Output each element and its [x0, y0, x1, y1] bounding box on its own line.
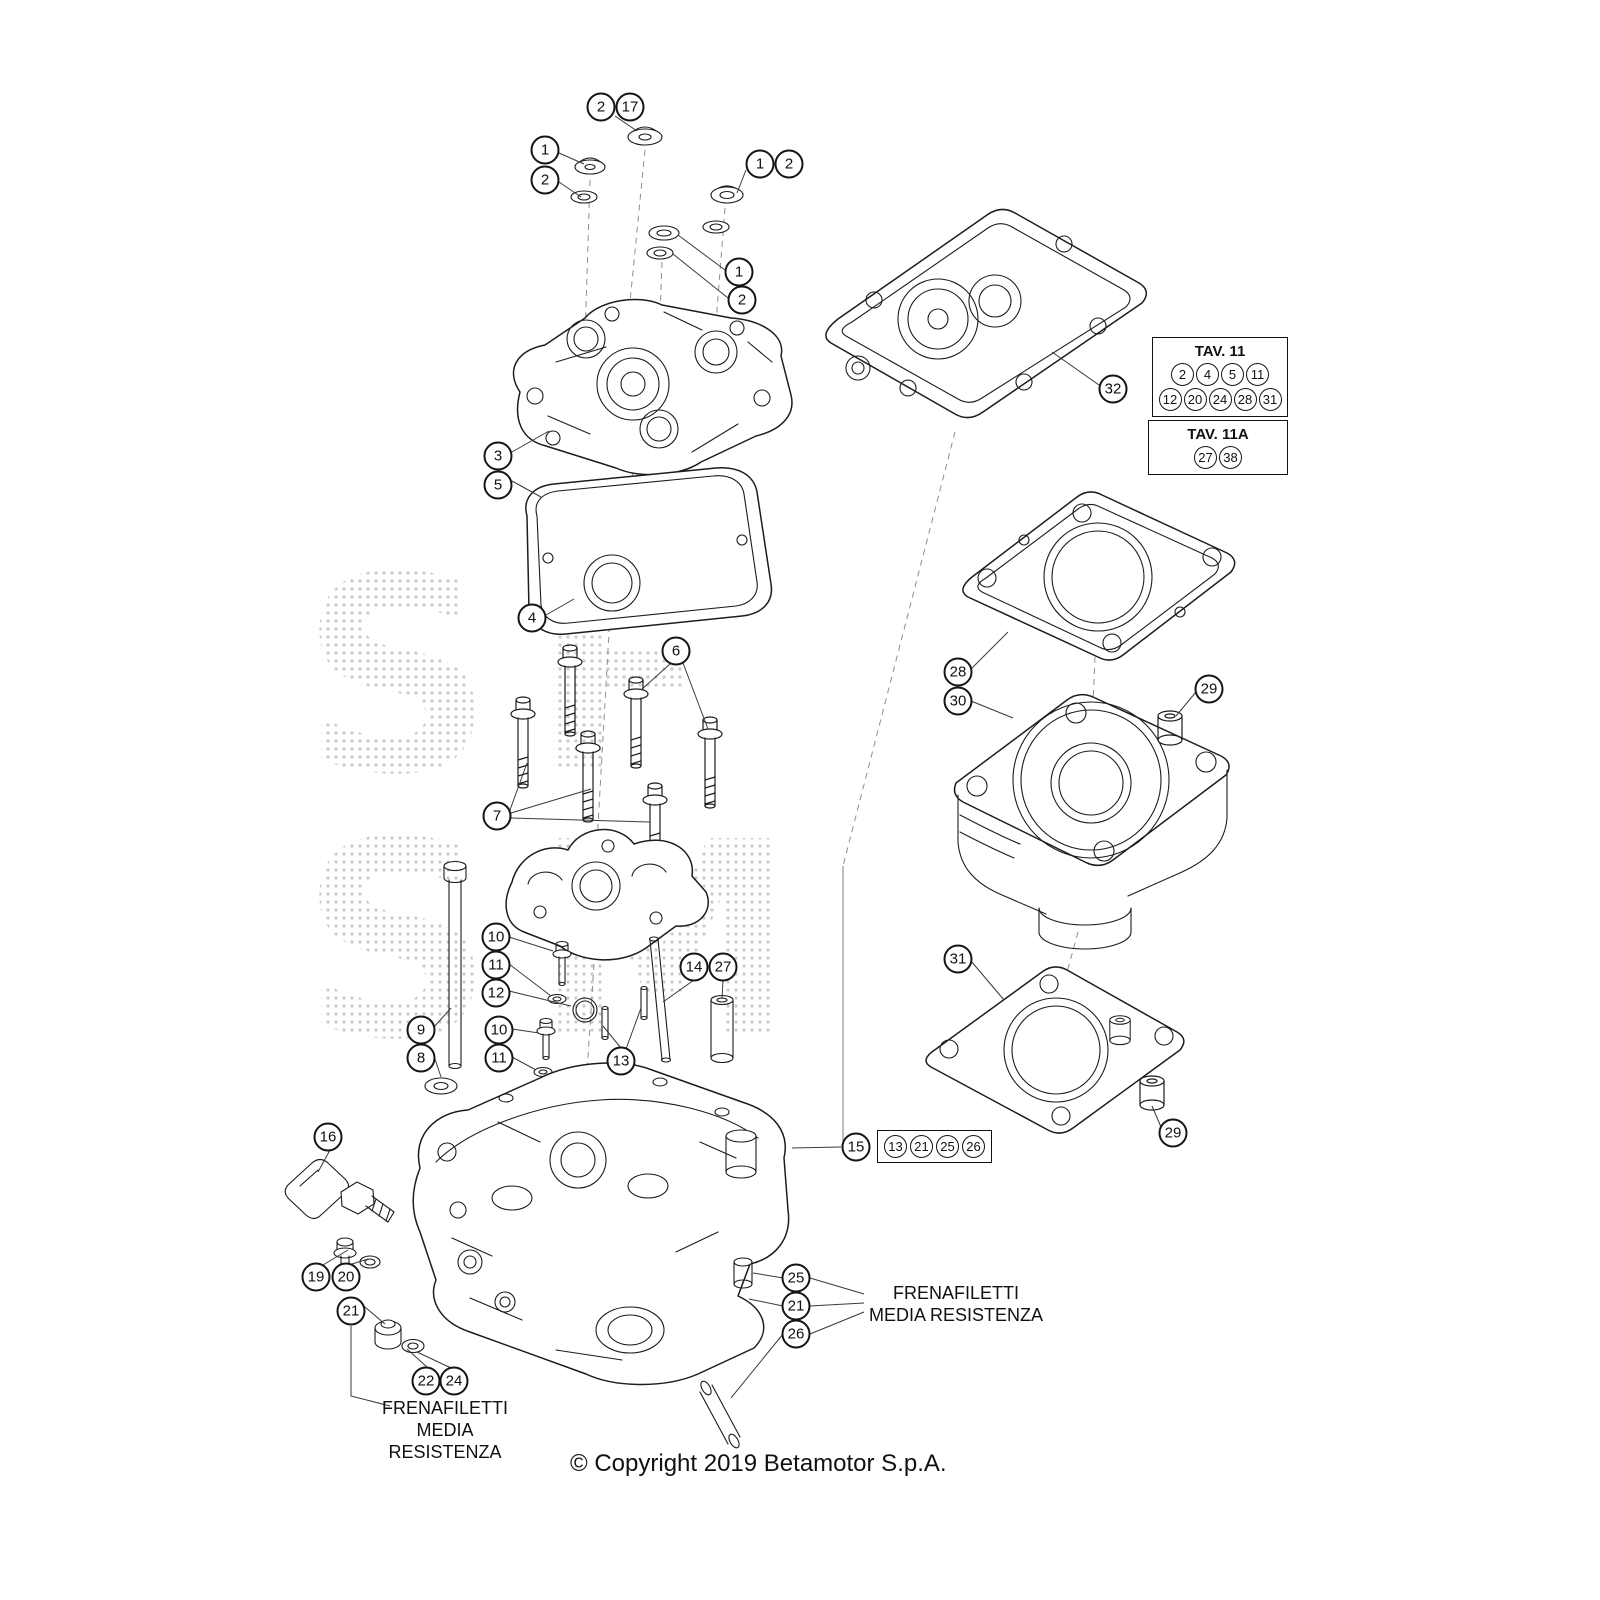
callout-30: 30 [943, 686, 973, 716]
ref-item-28: 28 [1233, 388, 1257, 411]
guide-rod [648, 936, 672, 1063]
callout-19: 19 [301, 1262, 331, 1292]
ref-item-5: 5 [1221, 363, 1244, 386]
ref-item-24: 24 [1208, 388, 1232, 411]
callout-15: 15 [841, 1132, 871, 1162]
tav11a-title: TAV. 11A [1187, 426, 1249, 443]
ref-item-31: 31 [1258, 388, 1282, 411]
oil-plug [374, 1319, 425, 1354]
callout-2: 2 [727, 285, 757, 315]
copyright: © Copyright 2019 Betamotor S.p.A. [570, 1450, 947, 1477]
note-frenafiletti-right: FRENAFILETTI MEDIA RESISTENZA [866, 1283, 1046, 1327]
callout-17: 17 [615, 92, 645, 122]
callout-29: 29 [1158, 1118, 1188, 1148]
ref-item-26: 26 [962, 1135, 985, 1158]
cap-screws [570, 126, 744, 260]
callout-16: 16 [313, 1122, 343, 1152]
cylinder [953, 693, 1230, 950]
callout-13: 13 [606, 1046, 636, 1076]
callout-20: 20 [331, 1262, 361, 1292]
camshaft-bridge [505, 828, 709, 961]
ref-item-20: 20 [1183, 388, 1207, 411]
head-gasket-sheet [825, 208, 1148, 419]
callout-2: 2 [774, 149, 804, 179]
ref-item-21: 21 [910, 1135, 933, 1158]
temperature-sensor [284, 1158, 395, 1223]
callout-11: 11 [484, 1043, 514, 1073]
note-left-line1: FRENAFILETTI [381, 1398, 508, 1418]
callout-11: 11 [481, 950, 511, 980]
head-bolts [510, 644, 723, 861]
callout-9: 9 [406, 1015, 436, 1045]
callout-26: 26 [781, 1319, 811, 1349]
ref-item-12: 12 [1158, 388, 1182, 411]
leader-lines [317, 115, 1197, 1407]
callout-5: 5 [483, 470, 513, 500]
callout-3: 3 [483, 441, 513, 471]
tav11-title: TAV. 11 [1194, 343, 1246, 360]
cylinder-base-gasket [925, 966, 1185, 1134]
stud-and-washer [424, 860, 467, 1095]
callout-12: 12 [481, 978, 511, 1008]
ref-item-13: 13 [884, 1135, 907, 1158]
cylinder-top-gasket [962, 491, 1236, 661]
valve-cover-gasket [525, 467, 773, 635]
callout-4: 4 [517, 603, 547, 633]
ref-item-25: 25 [936, 1135, 959, 1158]
callout-24: 24 [439, 1366, 469, 1396]
callout-21: 21 [336, 1296, 366, 1326]
callout-7: 7 [482, 801, 512, 831]
note-left-line2: MEDIA RESISTENZA [388, 1419, 502, 1462]
callout-31: 31 [943, 944, 973, 974]
ref-item-27: 27 [1194, 446, 1217, 469]
callout-1: 1 [530, 135, 560, 165]
ref-item-4: 4 [1196, 363, 1219, 386]
note-right-line2: MEDIA RESISTENZA [868, 1304, 1044, 1325]
callout-21: 21 [781, 1291, 811, 1321]
note-frenafiletti-left: FRENAFILETTI MEDIA RESISTENZA [360, 1398, 530, 1464]
callout-29: 29 [1194, 674, 1224, 704]
cylinder-head [412, 1062, 790, 1386]
note-right-line1: FRENAFILETTI [892, 1283, 1019, 1303]
ref-item-11: 11 [1246, 363, 1269, 386]
callout-14: 14 [679, 952, 709, 982]
dowel-pin-long [699, 1380, 741, 1449]
callout-2: 2 [530, 165, 560, 195]
callout-32: 32 [1098, 374, 1128, 404]
callout-1: 1 [745, 149, 775, 179]
head-dowel [733, 1257, 753, 1289]
ref-item-2: 2 [1171, 363, 1194, 386]
callout-8: 8 [406, 1043, 436, 1073]
callout-2: 2 [586, 92, 616, 122]
callout-10: 10 [484, 1015, 514, 1045]
callout-1: 1 [724, 257, 754, 287]
ref-item-38: 38 [1219, 446, 1242, 469]
callout-28: 28 [943, 657, 973, 687]
callout-27: 27 [708, 952, 738, 982]
guide-sleeve [710, 994, 734, 1064]
callout-25: 25 [781, 1263, 811, 1293]
callout-10: 10 [481, 922, 511, 952]
callout-6: 6 [661, 636, 691, 666]
valve-cover [512, 298, 793, 476]
callout-22: 22 [411, 1366, 441, 1396]
